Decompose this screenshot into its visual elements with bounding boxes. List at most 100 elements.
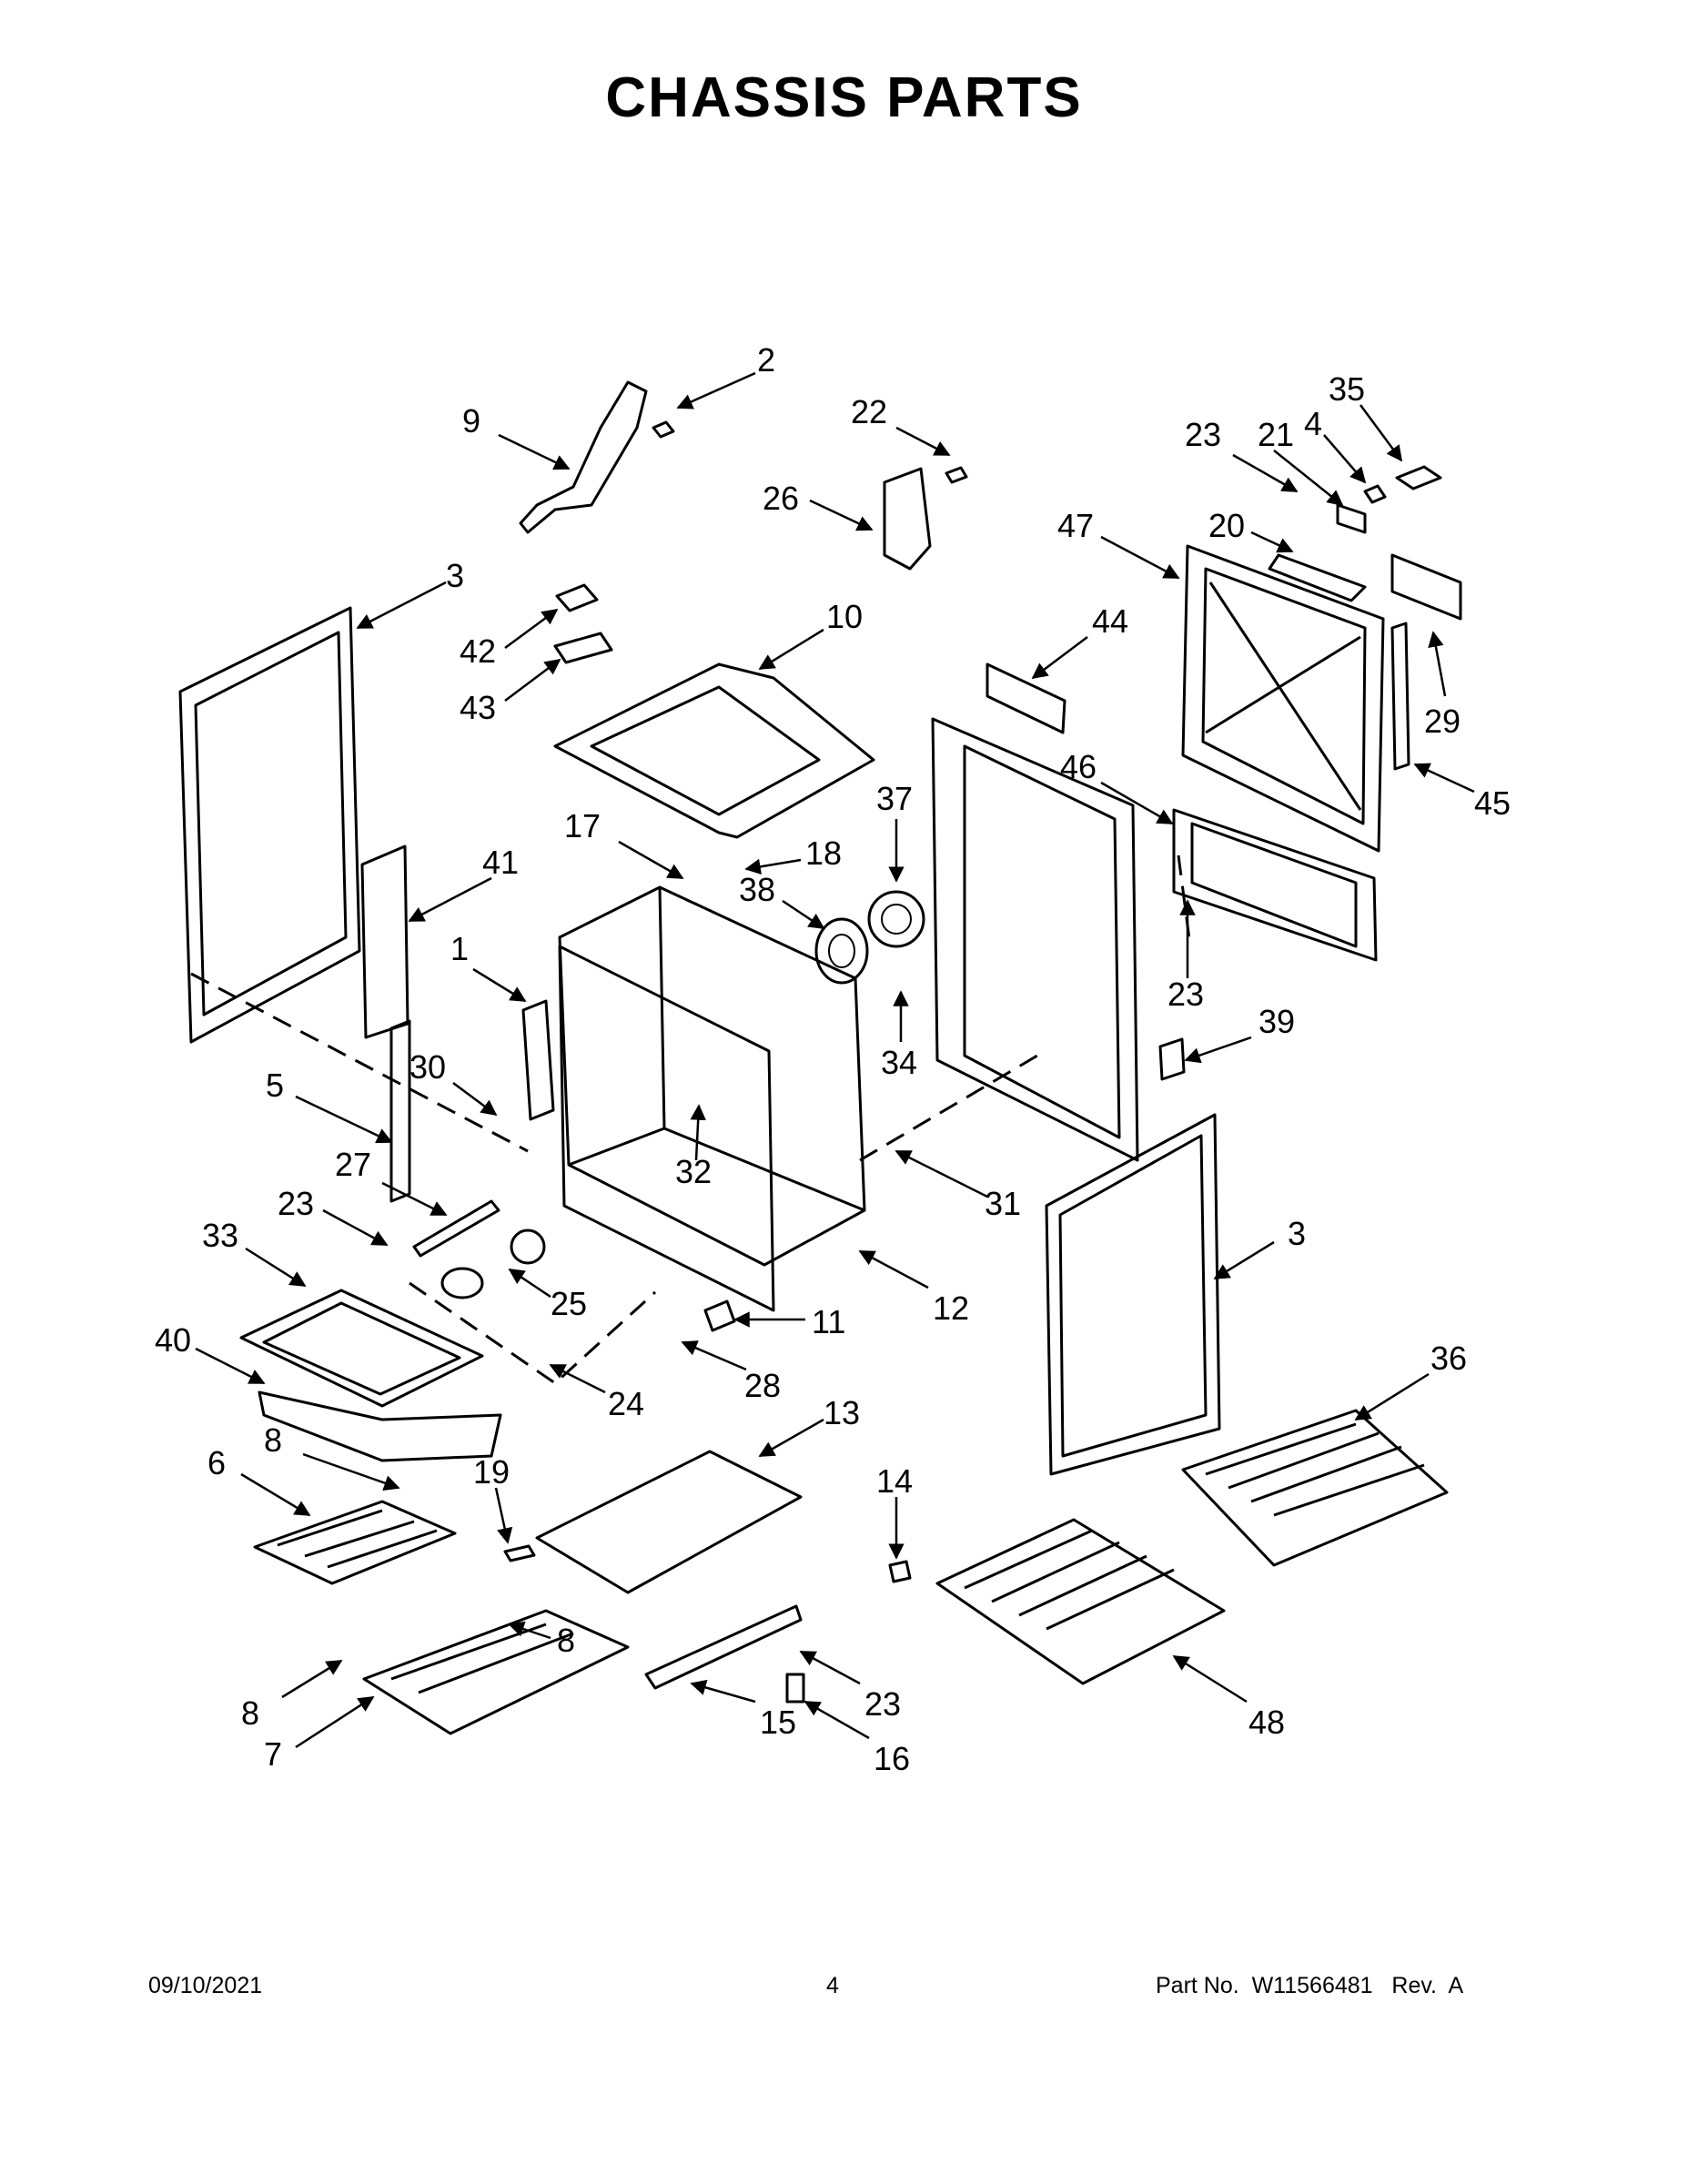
leader-26 [809,499,874,531]
callout-label: 29 [1424,703,1461,740]
callout-label: 13 [824,1394,860,1431]
part-back-frame [931,717,1139,1162]
leader-36 [1354,1372,1430,1421]
leader-21 [1273,450,1344,507]
part-21 [1336,503,1367,534]
callout-label: 36 [1430,1340,1467,1377]
callout-label: 23 [278,1185,314,1222]
part-1 [521,999,555,1121]
callout-label: 16 [874,1740,910,1777]
callout-label: 38 [739,871,775,908]
callout-label: 30 [409,1048,446,1086]
part-19 [503,1544,536,1562]
callout-label: 18 [805,834,842,872]
callout-label: 19 [473,1453,510,1491]
callout-label: 28 [744,1367,781,1404]
part-bake-element [253,1500,457,1585]
callout-label: 35 [1329,370,1365,408]
callout-label: 32 [675,1153,712,1190]
callout-label: 2 [757,341,775,379]
part-broil-element [362,1609,630,1735]
leader-40 [195,1347,266,1385]
callout-label: 8 [557,1622,575,1659]
callout-label: 5 [266,1067,284,1104]
callout-label: 12 [933,1289,969,1327]
leader-44 [1031,636,1088,680]
part-side-panel-left [178,606,361,1044]
leader-18 [744,858,802,875]
leader-27 [381,1181,448,1217]
assembly-line-left [190,972,529,1153]
leader-10 [758,628,824,671]
part-13 [535,1450,803,1594]
callout-label: 37 [876,780,913,817]
leader-42 [504,658,561,702]
callout-label: 11 [812,1303,845,1340]
part-45 [1390,622,1410,771]
part-24-lamp [440,1267,484,1299]
callout-label: 25 [551,1285,587,1322]
part-25 [510,1228,546,1265]
callout-label: 40 [155,1321,191,1359]
leader-25 [508,1268,551,1299]
part-38 [814,917,869,985]
callout-label: 39 [1258,1003,1295,1040]
callout-label: 26 [763,480,799,517]
footer-date: 09/10/2021 [148,1973,263,1998]
part-5 [389,1019,411,1203]
leader-8c [281,1659,343,1699]
part-oven-cavity [558,885,866,1267]
callout-label: 3 [446,557,464,594]
part-42 [553,632,613,664]
callout-label: 4 [1304,405,1322,442]
assembly-line-right [859,1054,1038,1162]
part-top-panel [553,662,875,839]
part-rack-36 [1181,1409,1449,1567]
callout-label: 21 [1258,416,1294,453]
part-16 [785,1673,805,1704]
leader-16 [804,1700,870,1740]
callout-label: 47 [1057,507,1094,544]
callout-label: 42 [460,632,496,670]
assembly-line-bottom [409,1281,657,1385]
part-14 [888,1560,912,1583]
leader-23d [799,1650,861,1685]
callout-label: 10 [826,598,863,635]
leader-31 [895,1149,988,1198]
part-38-inner [828,934,855,968]
callout-label: 24 [608,1385,644,1422]
callout-label: 20 [1208,507,1245,544]
leader-43 [504,608,559,650]
part-rack-48 [935,1518,1226,1685]
part-46 [1172,808,1378,962]
callout-label: 34 [881,1044,917,1081]
part-35 [1395,465,1442,490]
callout-label: 8 [264,1421,282,1459]
leader-19 [494,1487,513,1544]
callout-label: 6 [207,1444,226,1481]
footer-part-number: Part No. W11566481 Rev. A [1156,1973,1464,1998]
leader-29 [1428,631,1447,697]
leader-33 [245,1247,307,1288]
leader-3b [1213,1240,1275,1280]
leader-15 [690,1679,756,1704]
leader-3a [356,581,447,630]
part-screw-22 [945,466,968,484]
callout-label: 23 [1167,976,1204,1013]
part-20 [1268,553,1367,602]
leader-1 [472,967,527,1003]
part-39 [1158,1037,1186,1081]
leader-12 [858,1249,929,1289]
callout-label: 27 [335,1146,371,1183]
leader-30 [452,1081,498,1117]
leader-39 [1184,1036,1252,1064]
leader-7 [295,1695,375,1749]
callout-label: 17 [564,807,601,844]
part-43 [555,583,599,612]
callout-label: 43 [460,689,496,726]
callout-label: 9 [462,402,480,440]
leader-41 [408,876,492,923]
part-rear-panel [1181,544,1385,853]
part-fan-37 [867,890,925,948]
leader-46 [1100,781,1174,825]
